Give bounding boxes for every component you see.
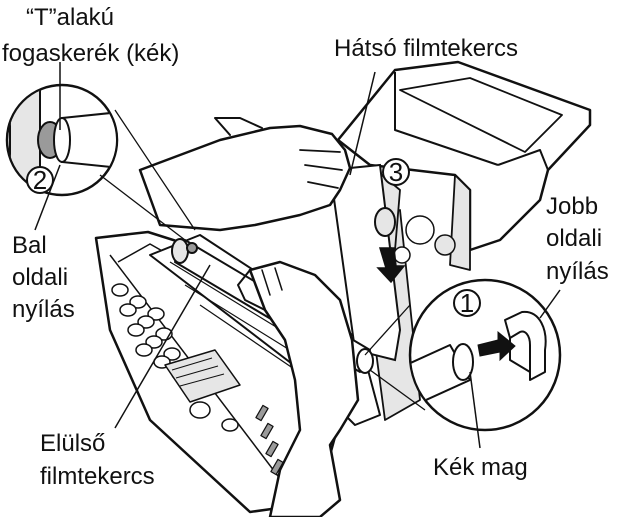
right-slot-label-line2: oldali [546,225,603,252]
step-2-marker [26,166,54,194]
push-down-arrow [376,247,406,284]
front-roll-leader [114,264,211,429]
step-1-label: 1 [460,288,474,318]
leader-lines [114,71,561,449]
step-3-label: 3 [389,157,403,187]
right-slot [504,310,547,381]
rear-roll-leader [349,71,376,176]
right-slot-label-line1: Jobb [546,193,599,220]
right-hand [237,260,360,517]
rear-roll-end [374,207,396,237]
t-gear-label-line1: “T”alakú [26,4,115,31]
blue-core-label: Kék mag [433,454,528,481]
step-3-marker [382,158,410,186]
side-buttons [255,404,284,476]
right-slot-leader [539,289,561,319]
open-lid [336,60,592,271]
right-zoom-connector [364,304,426,411]
left-detail-circle: 2 [5,62,119,231]
rear-film [328,163,402,362]
step-2-label: 2 [33,165,47,195]
left-slot-pointer [34,164,61,231]
left-slot-label-line2: oldali [12,264,69,291]
right-slot-label-line3: nyílás [546,258,609,285]
t-gear-label-line2: fogaskerék (kék) [2,40,180,67]
left-zoom-connector [99,109,196,241]
front-roll-label-line1: Elülső [40,430,106,457]
insert-arrow [477,330,516,362]
display-panel [164,349,241,403]
lid-gears [393,215,456,264]
rear-roll-label: Hátsó filmtekercs [334,35,519,62]
front-roll-label-line2: filmtekercs [40,463,155,490]
left-slot-label-line1: Bal [12,232,47,259]
step-1-marker [453,289,481,317]
blue-core-leader [469,371,481,449]
left-hand [138,117,352,232]
right-detail-circle: 1 [408,278,562,432]
blue-core-icon [452,343,474,381]
left-slot-label-line3: nyílás [12,296,75,323]
